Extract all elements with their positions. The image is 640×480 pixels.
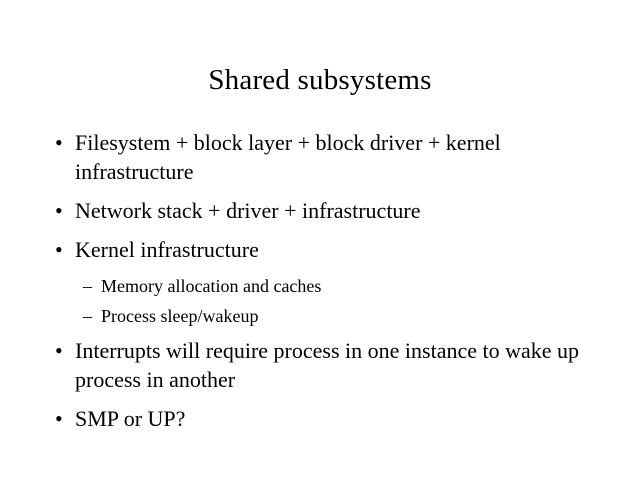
bullet-dot-icon: • bbox=[55, 130, 63, 155]
sub-list-item-label: Memory allocation and caches bbox=[101, 276, 322, 296]
bullet-dot-icon: • bbox=[55, 338, 63, 363]
sub-list-item: – Memory allocation and caches bbox=[81, 274, 592, 298]
list-item-label: SMP or UP? bbox=[75, 406, 186, 431]
list-item-label: Network stack + driver + infrastructure bbox=[75, 198, 421, 223]
sub-list-item-label: Process sleep/wakeup bbox=[101, 306, 259, 326]
bullet-dot-icon: • bbox=[55, 237, 63, 262]
list-item-label: Interrupts will require process in one i… bbox=[75, 338, 580, 392]
bullet-dot-icon: • bbox=[55, 198, 63, 223]
list-item: • Interrupts will require process in one… bbox=[52, 336, 592, 394]
sub-list-item: – Process sleep/wakeup bbox=[81, 304, 592, 328]
list-item: • SMP or UP? bbox=[52, 404, 592, 433]
list-item-label: Filesystem + block layer + block driver … bbox=[75, 130, 501, 184]
bullet-dash-icon: – bbox=[83, 276, 92, 296]
bullet-dot-icon: • bbox=[55, 406, 63, 431]
sub-list: – Memory allocation and caches – Process… bbox=[52, 274, 592, 328]
slide-body-list: • Filesystem + block layer + block drive… bbox=[52, 128, 592, 443]
page-title: Shared subsystems bbox=[208, 64, 432, 96]
list-item: • Kernel infrastructure bbox=[52, 235, 592, 264]
list-item: • Network stack + driver + infrastructur… bbox=[52, 196, 592, 225]
bullet-dash-icon: – bbox=[83, 306, 92, 326]
list-item: • Filesystem + block layer + block drive… bbox=[52, 128, 592, 186]
list-item-label: Kernel infrastructure bbox=[75, 237, 259, 262]
